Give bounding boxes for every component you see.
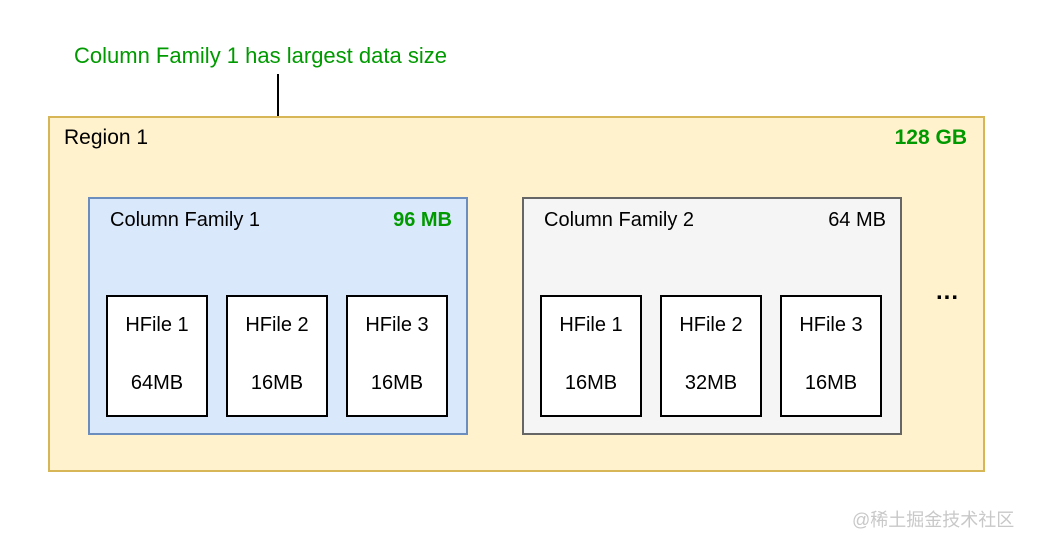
column-family-1-hfile-row: HFile 1 64MB HFile 2 16MB HFile 3 16MB [106, 295, 448, 417]
hfile-size: 16MB [804, 372, 858, 394]
watermark: @稀土掘金技术社区 [852, 510, 1015, 530]
hfile-size: 32MB [684, 372, 738, 394]
hfile-name: HFile 3 [799, 314, 863, 336]
region-title: Region 1 [64, 126, 149, 149]
column-family-2-title: Column Family 2 [544, 209, 695, 231]
hfile-name: HFile 3 [365, 314, 429, 336]
hfile-box: HFile 3 16MB [346, 295, 448, 417]
hfile-size: 16MB [370, 372, 424, 394]
annotation-label: Column Family 1 has largest data size [74, 43, 447, 68]
column-family-2-size-label: 64 MB [828, 209, 886, 231]
column-family-1-box: Column Family 1 96 MB HFile 1 64MB HFile… [88, 197, 468, 435]
hfile-size: 16MB [564, 372, 618, 394]
column-family-1-size-label: 96 MB [393, 209, 452, 231]
region-box: Region 1 128 GB Column Family 1 96 MB HF… [48, 116, 985, 472]
more-column-families-ellipsis: ... [936, 278, 960, 305]
hfile-box: HFile 1 16MB [540, 295, 642, 417]
hfile-box: HFile 2 32MB [660, 295, 762, 417]
hfile-box: HFile 1 64MB [106, 295, 208, 417]
column-family-2-box: Column Family 2 64 MB HFile 1 16MB HFile… [522, 197, 902, 435]
hfile-size: 64MB [130, 372, 184, 394]
hfile-box: HFile 2 16MB [226, 295, 328, 417]
hfile-size: 16MB [250, 372, 304, 394]
column-family-1-title: Column Family 1 [110, 209, 261, 231]
column-family-2-hfile-row: HFile 1 16MB HFile 2 32MB HFile 3 16MB [540, 295, 882, 417]
hfile-name: HFile 2 [679, 314, 743, 336]
hfile-name: HFile 2 [245, 314, 309, 336]
region-size-label: 128 GB [894, 126, 967, 149]
hfile-name: HFile 1 [125, 314, 189, 336]
hfile-name: HFile 1 [559, 314, 623, 336]
hfile-box: HFile 3 16MB [780, 295, 882, 417]
